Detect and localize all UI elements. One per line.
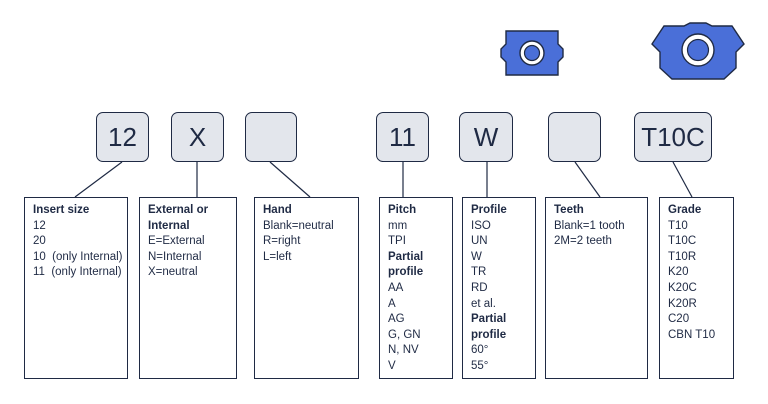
list-item: mm bbox=[388, 219, 408, 232]
list-item: G, GN bbox=[388, 328, 421, 341]
list-item: 55° bbox=[471, 359, 489, 372]
list-item: X=neutral bbox=[148, 266, 198, 279]
list-item: Blank=1 tooth bbox=[554, 219, 625, 232]
list-item: C20 bbox=[668, 313, 690, 326]
info-box-hand: Hand Blank=neutral R=right L=left bbox=[254, 197, 359, 379]
list-item: W bbox=[471, 250, 482, 263]
list-item: TPI bbox=[388, 235, 406, 248]
info-box-pitch: Pitch mm TPI Partial profile AA A AG G, … bbox=[379, 197, 453, 379]
list-item: 2M=2 teeth bbox=[554, 235, 612, 248]
list-item: TR bbox=[471, 266, 487, 279]
list-item: T10C bbox=[668, 235, 697, 248]
info-subtitle-profile: profile bbox=[471, 328, 507, 341]
info-subtitle-profile: profile bbox=[388, 266, 424, 279]
connector-grade bbox=[672, 161, 693, 198]
info-title-internal: Internal bbox=[148, 219, 190, 232]
list-item: K20 bbox=[668, 266, 689, 279]
single-tooth-insert-icon bbox=[500, 30, 564, 76]
list-item: T10R bbox=[668, 250, 697, 263]
connector-teeth bbox=[574, 161, 601, 198]
list-item: V bbox=[388, 359, 396, 372]
info-subtitle-partial: Partial bbox=[471, 313, 507, 326]
code-box-insert-size: 12 bbox=[96, 112, 149, 162]
list-item: CBN T10 bbox=[668, 328, 716, 341]
list-item: AA bbox=[388, 281, 404, 294]
code-box-grade: T10C bbox=[634, 112, 712, 162]
info-subtitle-partial: Partial bbox=[388, 250, 424, 263]
list-item: K20R bbox=[668, 297, 697, 310]
connector-hand bbox=[269, 161, 311, 198]
list-item: K20C bbox=[668, 281, 697, 294]
info-title-teeth: Teeth bbox=[554, 204, 584, 216]
code-box-pitch: 11 bbox=[376, 112, 429, 162]
info-box-profile: Profile ISO UN W TR RD et al. Partial pr… bbox=[462, 197, 536, 379]
list-item: AG bbox=[388, 313, 405, 326]
info-box-insert-size: Insert size 12 20 10 (only Internal) 11 … bbox=[24, 197, 128, 379]
list-item: 10 (only Internal) bbox=[33, 250, 123, 263]
info-title-hand: Hand bbox=[263, 204, 292, 216]
double-tooth-insert-icon bbox=[651, 22, 745, 80]
list-item: ISO bbox=[471, 219, 491, 232]
list-item: et al. bbox=[471, 297, 496, 310]
code-box-external-internal: X bbox=[171, 112, 224, 162]
code-box-teeth bbox=[548, 112, 601, 162]
info-title-pitch: Pitch bbox=[388, 204, 417, 216]
list-item: 11 (only Internal) bbox=[33, 266, 122, 279]
code-box-hand bbox=[245, 112, 297, 162]
list-item: UN bbox=[471, 235, 488, 248]
info-title-external-or: External or bbox=[148, 204, 209, 216]
list-item: R=right bbox=[263, 235, 301, 248]
info-title-profile: Profile bbox=[471, 204, 507, 216]
list-item: L=left bbox=[263, 250, 292, 263]
list-item: 12 bbox=[33, 219, 46, 232]
list-item: Blank=neutral bbox=[263, 219, 334, 232]
list-item: N=Internal bbox=[148, 250, 202, 263]
list-item: A bbox=[388, 297, 396, 310]
connector-insert-size bbox=[74, 161, 123, 198]
list-item: 60° bbox=[471, 344, 489, 357]
info-box-grade: Grade T10 T10C T10R K20 K20C K20R C20 CB… bbox=[659, 197, 734, 379]
list-item: 20 bbox=[33, 235, 46, 248]
info-box-teeth: Teeth Blank=1 tooth 2M=2 teeth bbox=[545, 197, 648, 379]
list-item: E=External bbox=[148, 235, 205, 248]
code-box-profile: W bbox=[459, 112, 513, 162]
info-title-insert-size: Insert size bbox=[33, 204, 90, 216]
list-item: N, NV bbox=[388, 344, 419, 357]
info-title-grade: Grade bbox=[668, 204, 702, 216]
list-item: T10 bbox=[668, 219, 688, 232]
list-item: RD bbox=[471, 281, 488, 294]
info-box-external-internal: External or Internal E=External N=Intern… bbox=[139, 197, 237, 379]
